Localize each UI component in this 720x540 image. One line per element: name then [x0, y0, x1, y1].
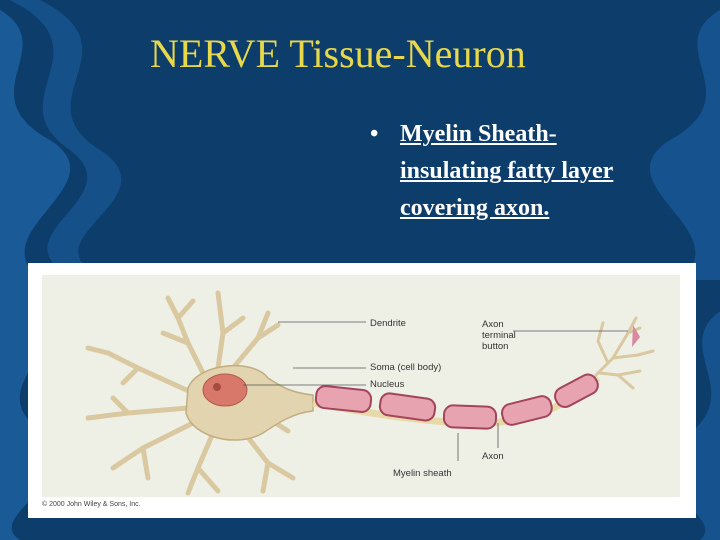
label-myelin-sheath: Myelin sheath	[393, 468, 452, 479]
label-axon-terminal-line: terminal	[482, 330, 516, 341]
copyright-notice: © 2000 John Wiley & Sons, Inc.	[42, 501, 141, 508]
slide-title: NERVE Tissue-Neuron	[150, 30, 526, 77]
bullet-text: Myelin Sheath- insulating fatty layer co…	[400, 116, 613, 227]
label-axon-terminal: Axon terminal button	[482, 319, 516, 352]
label-axon-terminal-line: Axon	[482, 319, 516, 330]
nucleus	[203, 374, 247, 406]
nucleolus	[213, 383, 221, 391]
neuron-figure: Dendrite Axon terminal button Soma (cell…	[28, 263, 696, 518]
bullet-line: insulating fatty layer	[400, 153, 613, 190]
bullet-line: Myelin Sheath-	[400, 116, 613, 153]
label-dendrite: Dendrite	[370, 318, 406, 329]
label-axon-terminal-line: button	[482, 341, 516, 352]
label-nucleus: Nucleus	[370, 379, 404, 390]
label-soma: Soma (cell body)	[370, 362, 441, 373]
label-axon: Axon	[482, 451, 504, 462]
bullet-line: covering axon.	[400, 190, 613, 227]
neuron-diagram	[28, 263, 696, 518]
bullet-symbol: •	[370, 116, 378, 153]
